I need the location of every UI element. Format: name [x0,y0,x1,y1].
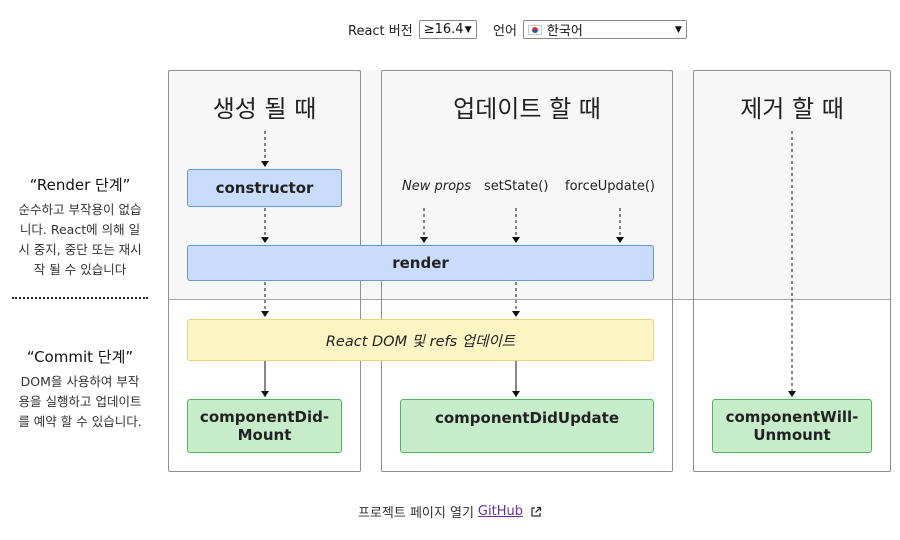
version-select-value: ≥16.4 [423,22,464,37]
mounting-column: 생성 될 때 [168,70,361,472]
footer: 프로젝트 페이지 열기 GitHub [358,502,542,521]
phase-separator-dotted [12,297,148,299]
mounting-title: 생성 될 때 [212,95,317,123]
version-control: React 버전 ≥16.4 ▼ [348,20,477,39]
commit-phase-title: “Commit 단계” [26,348,134,366]
chevron-down-icon: ▼ [464,24,472,35]
commit-phase-description: DOM을 사용하여 부작 용을 실행하고 업데이트 를 예약 할 수 있습니다. [18,374,142,429]
updating-title: 업데이트 할 때 [453,95,601,123]
github-link[interactable]: GitHub [477,504,523,519]
render-box[interactable]: render [187,245,654,281]
language-select-value: 한국어 [546,24,583,39]
trigger-new-props: New props [402,179,472,194]
version-select[interactable]: ≥16.4 ▼ [418,20,477,39]
south-korea-flag-icon [527,24,542,35]
language-select[interactable]: 한국어 ▼ [522,20,687,39]
trigger-set-state: setState() [484,179,549,194]
component-did-update-box[interactable]: componentDidUpdate [400,399,654,453]
language-control: 언어 한국어 ▼ [493,20,687,39]
react-dom-update-box: React DOM 및 refs 업데이트 [187,319,654,361]
render-phase-title: “Render 단계” [29,176,131,194]
unmounting-title: 제거 할 때 [740,95,844,123]
version-label: React 버전 [348,24,413,39]
unmounting-column: 제거 할 때 [693,70,891,472]
render-phase-description: 순수하고 부작용이 없습 니다. React에 의해 일 시 중지, 중단 또는… [18,202,142,277]
component-did-mount-box[interactable]: componentDid- Mount [187,399,342,453]
trigger-force-update: forceUpdate() [565,179,655,194]
phase-divider-line [168,299,891,300]
chevron-down-icon: ▼ [675,24,682,35]
external-link-icon[interactable] [530,506,542,518]
component-will-unmount-box[interactable]: componentWill- Unmount [712,399,872,453]
footer-text: 프로젝트 페이지 열기 [358,506,474,521]
constructor-box[interactable]: constructor [187,169,342,207]
language-label: 언어 [493,24,517,39]
